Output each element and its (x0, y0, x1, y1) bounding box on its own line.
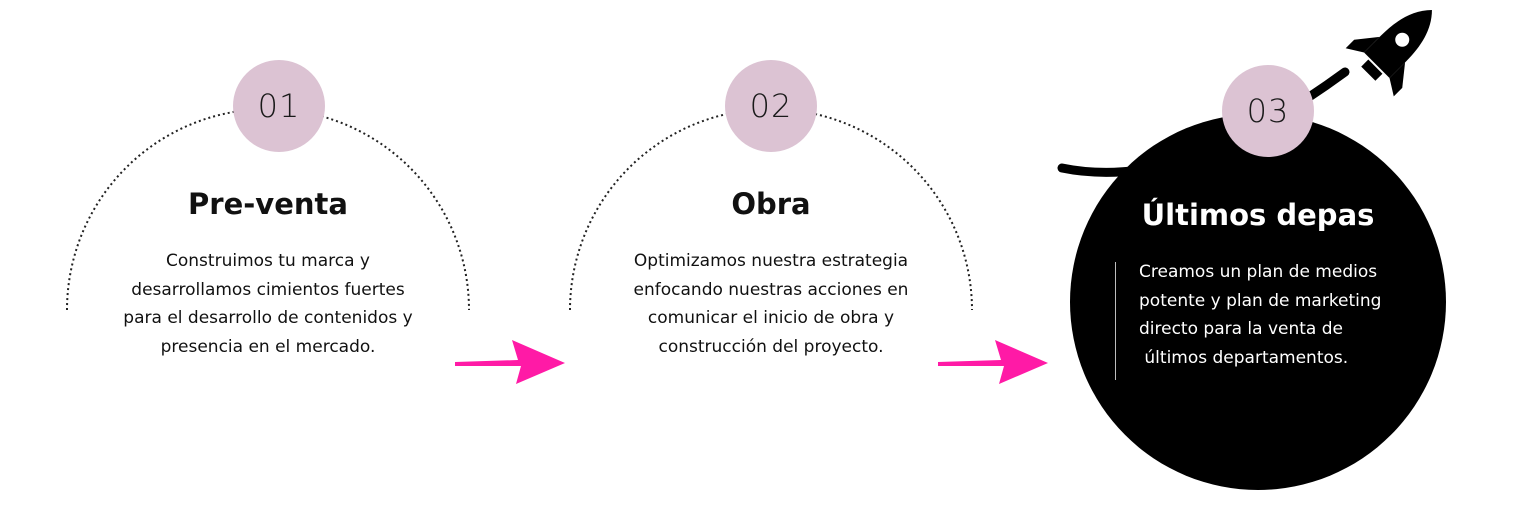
step-1-description-line: desarrollamos cimientos fuertes (131, 279, 405, 300)
step-3-dark-circle (1070, 114, 1446, 490)
step-3-number-badge: 03 (1222, 65, 1314, 157)
step-1-description: Construimos tu marca y desarrollamos cim… (68, 247, 468, 361)
step-1-number: 01 (257, 87, 301, 125)
arrow-right-icon (455, 340, 565, 384)
arrow-right-icon (938, 340, 1048, 384)
step-3-description-line: potente y plan de marketing (1139, 290, 1382, 311)
step-2-number: 02 (749, 87, 793, 125)
step-3-description: Creamos un plan de medios potente y plan… (1139, 258, 1439, 372)
step-3-divider (1115, 262, 1116, 380)
step-2-description-line: construcción del proyecto. (658, 336, 884, 357)
step-1-number-badge: 01 (233, 60, 325, 152)
step-2-description-line: enfocando nuestras acciones en (633, 279, 909, 300)
step-2-description: Optimizamos nuestra estrategia enfocando… (571, 247, 971, 361)
step-2-description-line: Optimizamos nuestra estrategia (633, 251, 909, 271)
step-1-description-line: para el desarrollo de contenidos y (123, 308, 413, 328)
step-2-title: Obra (731, 187, 811, 221)
step-3-title: Últimos depas (1141, 198, 1375, 232)
step-3-description-line: Creamos un plan de medios (1139, 262, 1378, 282)
step-3-description-line: últimos departamentos. (1139, 347, 1349, 368)
step-3-description-line: directo para la venta de (1139, 319, 1343, 339)
step-1-title: Pre-venta (188, 187, 348, 221)
step-3-number: 03 (1246, 92, 1290, 130)
step-1-description-line: Construimos tu marca y (166, 251, 370, 271)
rocket-icon (1345, 10, 1432, 97)
step-2-description-line: comunicar el inicio de obra y (647, 308, 895, 328)
step-2-number-badge: 02 (725, 60, 817, 152)
step-1-description-line: presencia en el mercado. (160, 336, 376, 357)
